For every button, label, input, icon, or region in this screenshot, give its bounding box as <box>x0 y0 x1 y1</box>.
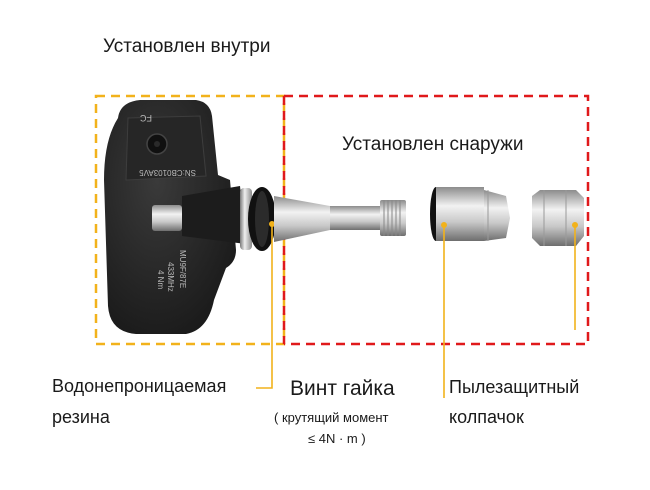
fcc-marking: FC <box>140 113 152 123</box>
torque-note-line2: ≤ 4N · m ) <box>308 431 366 446</box>
installed-outside-title: Установлен снаружи <box>342 134 524 155</box>
rubber-grommet <box>240 187 276 251</box>
torque-note: ( крутящий момент <box>274 410 389 425</box>
rubber-label: Водонепроницаемая <box>52 376 227 396</box>
serial-marking: SN:CB0103AV5 <box>139 168 196 177</box>
dust-cap-label-line2: колпачок <box>449 407 524 427</box>
screw-nut-label: Винт гайка <box>290 377 395 400</box>
frequency-marking: 433MHz <box>166 262 175 292</box>
torque-marking: 4 Nm <box>156 270 165 289</box>
dust-cap-label: Пылезащитный <box>449 377 580 397</box>
sensor-body: FC SN:CB0103AV5 MU9F/87E 433MHz 4 Nm <box>104 100 246 334</box>
dust-cap <box>532 190 584 246</box>
screw-nut <box>430 187 510 241</box>
inside-frame <box>94 94 286 346</box>
outside-frame <box>284 94 590 346</box>
model-marking: MU9F/87E <box>178 250 187 288</box>
valve-stem <box>274 196 406 242</box>
installed-inside-title: Установлен внутри <box>103 36 271 57</box>
rubber-label-line2: резина <box>52 407 110 427</box>
leader-lines <box>256 224 576 398</box>
